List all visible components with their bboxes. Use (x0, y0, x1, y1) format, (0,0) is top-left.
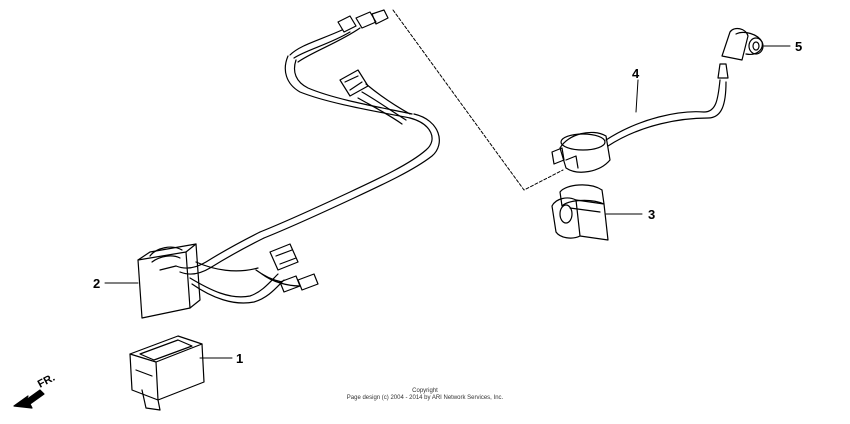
coil-bracket (551, 184, 609, 241)
callout-3: 3 (648, 207, 655, 222)
callout-leaders (104, 45, 791, 359)
copyright-notice: Page design (c) 2004 - 2014 by ARI Netwo… (346, 395, 504, 401)
callout-4: 4 (632, 66, 640, 81)
callout-1: 1 (236, 351, 243, 366)
callout-2: 2 (93, 276, 100, 291)
front-direction-arrow-icon (13, 389, 45, 409)
ignition-coil (551, 63, 729, 173)
copyright-title: Copyright (412, 388, 438, 394)
wire-harness (175, 9, 440, 304)
reference-line (392, 9, 564, 191)
spark-plug-cap (721, 27, 764, 61)
front-direction-label: FR. (36, 372, 57, 391)
cdi-holder (129, 335, 205, 411)
callout-5: 5 (795, 39, 802, 54)
cdi-unit (137, 243, 201, 319)
